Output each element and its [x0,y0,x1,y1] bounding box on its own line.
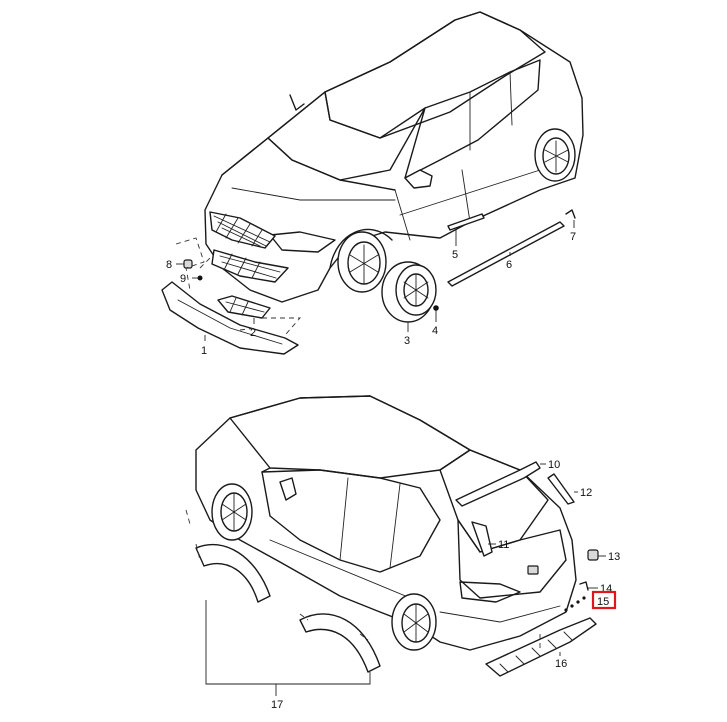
callout-15-highlight-box [591,590,617,610]
part-14-clip [579,581,589,591]
top-leader-lines [176,220,575,341]
callout-9: 9 [180,273,186,285]
callout-15: 15 [597,596,609,608]
part-3-wheel [381,261,437,323]
car-front-view [204,11,584,303]
callout-17: 17 [271,699,283,711]
part-6-side-skirt [447,221,565,287]
bottom-leader-lines [205,463,606,696]
part-1-front-splitter [161,281,299,355]
part-13-clip [587,549,599,561]
part-15-fasteners [564,596,586,612]
part-4-bolt [433,305,439,311]
part-12-trim [547,473,575,505]
part-8-clip [183,259,193,269]
callout-2: 2 [250,327,256,339]
callout-7: 7 [570,231,576,243]
callout-5: 5 [452,249,458,261]
car-rear-view [195,395,577,651]
callout-6: 6 [506,259,512,271]
callout-8: 8 [166,259,172,271]
part-2-grille-insert [217,295,271,319]
callout-13: 13 [608,551,620,563]
part-7-clip [565,209,576,219]
callout-12: 12 [580,487,592,499]
top-dashed-guides [175,237,301,335]
callout-16: 16 [555,658,567,670]
part-17-wheel-arch-extensions [195,543,381,673]
part-10-spoiler [455,461,541,507]
callout-1: 1 [201,345,207,357]
part-11-trim [471,521,493,557]
callout-10: 10 [548,459,560,471]
callout-3: 3 [404,335,410,347]
callout-labels: 1 2 3 4 5 6 7 8 9 10 11 12 13 14 15 16 1… [166,231,620,711]
part-9-screw [197,275,203,281]
part-16-rear-diffuser [485,617,597,677]
bottom-dashed-guides [185,509,541,650]
callout-14: 14 [600,583,612,595]
callout-4: 4 [432,325,438,337]
callout-11: 11 [498,539,509,551]
part-5-sill-trim [447,213,485,231]
